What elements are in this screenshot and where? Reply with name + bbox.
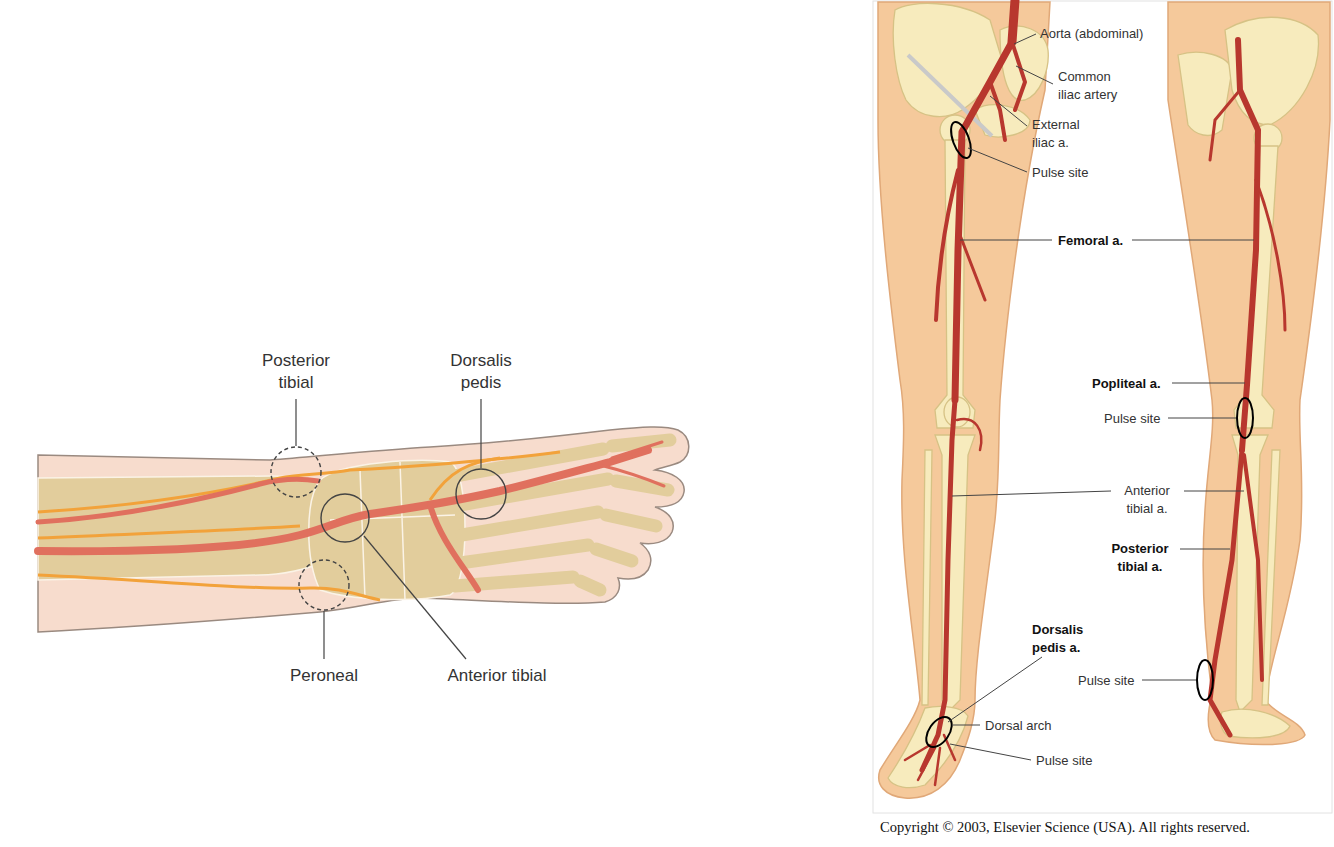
leader-lines	[1184, 491, 1244, 492]
pulse-circles	[321, 494, 369, 542]
arteries	[38, 442, 664, 590]
part-label: Popliteal a.	[1092, 375, 1161, 392]
leader-lines	[480, 399, 481, 468]
bones	[1178, 52, 1232, 135]
metatarsals	[455, 440, 670, 590]
pulse-sites	[947, 119, 975, 160]
part-label: Pulse site	[1032, 164, 1088, 181]
metatarsals	[462, 512, 598, 535]
part-label: Anterior tibial a.	[1114, 482, 1180, 518]
part-label: External iliac a.	[1032, 116, 1092, 152]
leader-lines	[948, 657, 1042, 722]
part-label: Posterior tibial a.	[1102, 540, 1178, 576]
bones	[888, 707, 968, 788]
part-label: Pulse site	[1078, 672, 1134, 689]
part-label: Peroneal	[290, 665, 358, 687]
leader-lines	[1180, 549, 1230, 550]
pulse-circles	[271, 447, 506, 610]
bones	[893, 3, 1002, 116]
foot-bones	[38, 476, 330, 580]
bones	[1262, 450, 1280, 705]
pulse-sites	[1197, 660, 1213, 700]
leader-lines	[1172, 383, 1245, 384]
leader-lines	[1016, 66, 1053, 84]
part-label: Aorta (abdominal)	[1040, 25, 1143, 42]
arteries	[1256, 180, 1285, 330]
leader-lines	[948, 34, 1254, 760]
leader-lines	[952, 491, 1111, 496]
arteries	[1012, 0, 1015, 42]
leader-lines	[1168, 418, 1236, 419]
arteries	[990, 82, 1005, 140]
arteries	[430, 505, 478, 590]
part-label: Pulse site	[1036, 752, 1092, 769]
metatarsals	[606, 515, 656, 526]
leader-lines	[295, 399, 296, 446]
foot-outline	[38, 427, 689, 632]
arteries	[955, 42, 1012, 400]
leader-lines	[323, 611, 324, 659]
part-label: Anterior tibial	[447, 665, 546, 687]
arteries	[905, 735, 955, 785]
arteries	[38, 479, 318, 522]
part-label: Posterior tibial	[250, 350, 342, 394]
arteries	[1210, 450, 1242, 735]
nerves	[38, 452, 560, 600]
posterior-leg	[1168, 2, 1330, 745]
pulse-circles	[456, 469, 506, 519]
nerves	[38, 575, 380, 600]
arteries	[600, 465, 664, 486]
leg-diagram	[873, 0, 1332, 813]
foot-diagram	[38, 399, 689, 659]
arteries	[922, 400, 955, 770]
nerves	[38, 526, 300, 538]
leader-lines	[1014, 34, 1036, 44]
bones	[922, 450, 932, 705]
metatarsals	[580, 581, 600, 590]
part-label: Dorsalis pedis	[435, 350, 527, 394]
metatarsals	[596, 549, 632, 561]
leader-lines	[296, 399, 481, 659]
part-label: Femoral a.	[1058, 232, 1123, 249]
leader-lines	[968, 148, 1027, 172]
arteries	[936, 170, 958, 320]
leader-lines	[950, 744, 1031, 760]
arteries	[612, 442, 662, 458]
part-label: Pulse site	[1104, 410, 1160, 427]
arteries	[1238, 40, 1258, 450]
anterior-leg	[878, 2, 1050, 798]
bones	[888, 3, 1318, 787]
arteries	[905, 0, 1285, 785]
pulse-circles	[299, 560, 349, 610]
part-label: Dorsal arch	[985, 717, 1051, 734]
bones	[935, 435, 975, 712]
pulse-circles	[271, 447, 321, 497]
pulse-sites	[1237, 398, 1253, 438]
pulse-sites	[921, 119, 1253, 751]
pulse-sites	[921, 712, 957, 751]
copyright-caption: Copyright © 2003, Elsevier Science (USA)…	[880, 819, 1250, 836]
arteries	[1012, 42, 1025, 110]
arteries	[1244, 455, 1262, 680]
arteries	[957, 419, 981, 450]
leader-lines	[1142, 680, 1196, 681]
leader-lines	[990, 96, 1027, 126]
leader-lines	[960, 240, 1052, 241]
part-label: Common iliac artery	[1058, 68, 1132, 104]
arteries	[1210, 90, 1240, 160]
panel-frame	[873, 1, 1332, 813]
foot-bones	[38, 461, 465, 600]
arteries	[38, 450, 648, 551]
metatarsals	[460, 545, 588, 563]
leader-lines	[364, 536, 466, 659]
leader-lines	[952, 725, 980, 726]
nerves	[38, 452, 560, 512]
leader-lines	[1132, 240, 1254, 241]
part-label: Dorsalis pedis a.	[1032, 621, 1104, 657]
